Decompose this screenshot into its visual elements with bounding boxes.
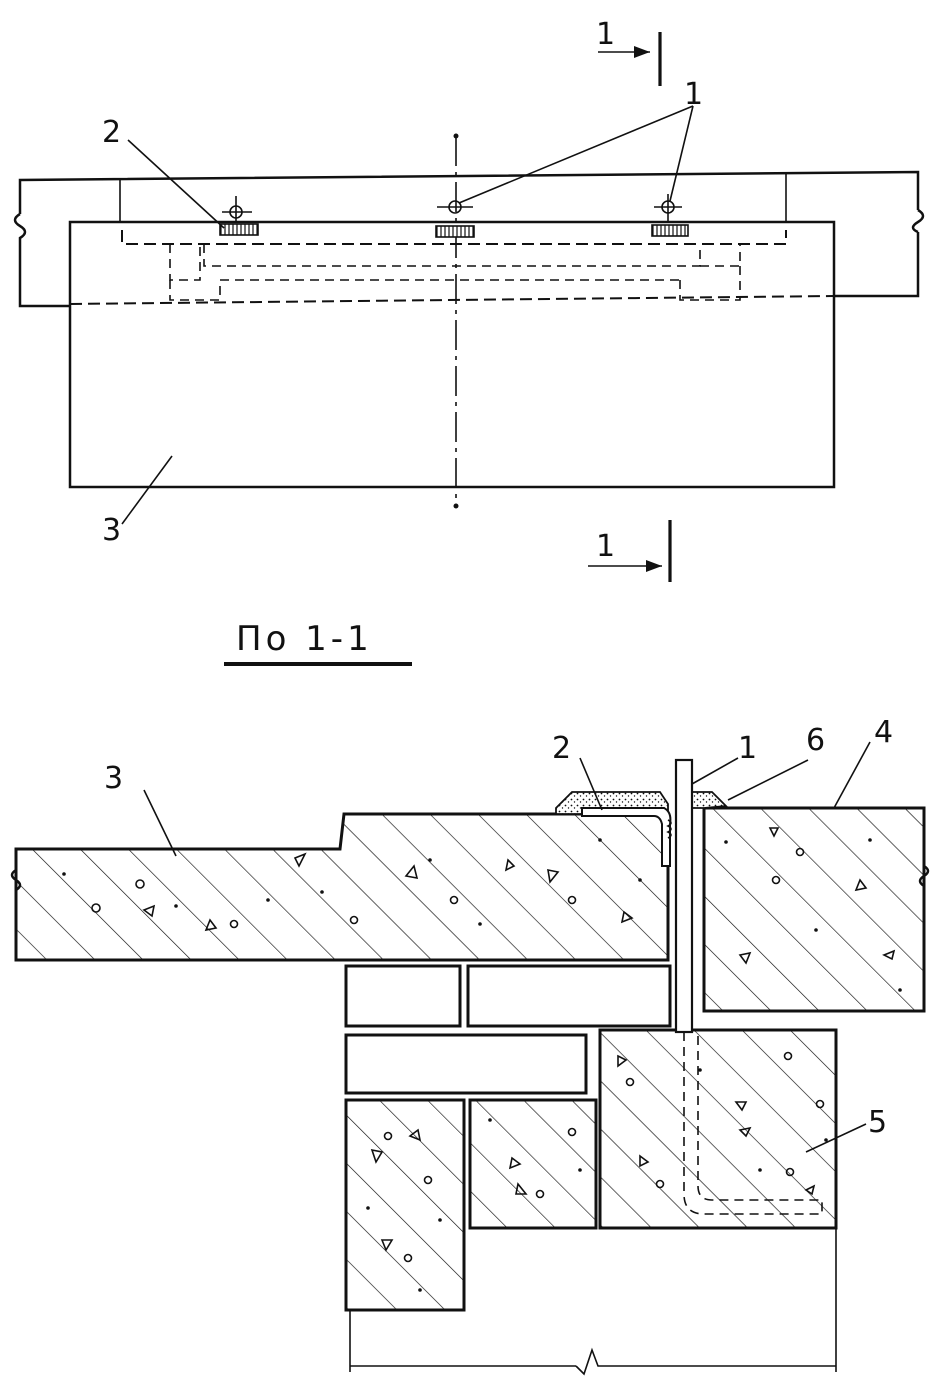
- section-mark-top: 1: [596, 17, 662, 86]
- brick-1: [344, 964, 462, 1028]
- section-mark-bottom: 1: [588, 520, 672, 582]
- plan-anchor-left: [219, 196, 259, 236]
- embedded-plate-2: [581, 807, 672, 867]
- section-mark-top-label: 1: [596, 17, 615, 52]
- section-callout-anchor: 1: [738, 731, 757, 766]
- section-view: 3 2 1 6 4 5: [10, 715, 930, 1376]
- plan-anchor-right: [651, 194, 689, 237]
- anchor-hook-hidden: [683, 1032, 823, 1215]
- plan-callout-panel: 3: [102, 513, 121, 548]
- section-callout-seal: 6: [806, 723, 825, 758]
- block-lower-left: [344, 1098, 466, 1312]
- section-title-group: По 1-1: [224, 619, 412, 666]
- section-leaders: [143, 741, 871, 1153]
- section-title: По 1-1: [236, 619, 373, 659]
- brick-3: [344, 1033, 588, 1095]
- plan-anchor-center: [435, 200, 475, 238]
- panel-slab-3: [14, 812, 670, 962]
- section-callout-block: 5: [868, 1105, 887, 1140]
- section-callout-panel: 3: [104, 761, 123, 796]
- section-mark-bottom-label: 1: [596, 529, 615, 564]
- bottom-break-line: [349, 1228, 837, 1376]
- plan-leaders: [121, 105, 694, 525]
- section-callout-plate: 2: [552, 731, 571, 766]
- plan-panel: [68, 220, 836, 489]
- aggregate-marks: [62, 827, 902, 1292]
- plan-wall-outline: [13, 170, 925, 308]
- weld-mark: [666, 819, 672, 839]
- section-callout-adjacent-panel: 4: [874, 715, 893, 750]
- plan-view: 1 1 1 2 3: [13, 17, 925, 582]
- anchor-rod-1: [674, 758, 694, 1034]
- plan-callout-anchor: 1: [684, 77, 703, 112]
- brick-2: [466, 964, 672, 1028]
- panel-slab-4: [702, 806, 926, 1013]
- plan-center-axis: [453, 133, 459, 509]
- plan-hidden-lines: [69, 230, 835, 305]
- plan-callout-plate: 2: [102, 115, 121, 150]
- block-5: [598, 1028, 838, 1230]
